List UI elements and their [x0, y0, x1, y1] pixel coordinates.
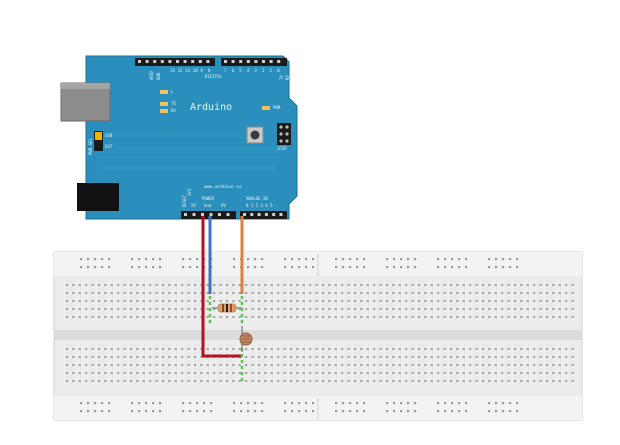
reset-button-cap — [250, 130, 260, 140]
digital-pin-number: 2 — [262, 68, 265, 73]
resistor[interactable] — [212, 303, 242, 313]
power-header — [181, 211, 236, 219]
digital-header-left — [135, 58, 215, 66]
tx-led — [160, 102, 168, 106]
l-led — [160, 90, 168, 94]
power-pin-label-5v: 5V — [191, 203, 196, 208]
digital-pin-number: 8 — [208, 68, 211, 73]
digital-header-right — [221, 58, 287, 66]
gnd-label: GND — [156, 72, 161, 80]
aref-label: AREF — [149, 70, 154, 80]
arduino-board: Arduino www.arduino.cc DIGITAL L TX RX P… — [60, 55, 298, 220]
power-pin-label-vin: 9V — [221, 203, 226, 208]
icsp-header — [277, 123, 291, 145]
rx-led — [160, 109, 168, 113]
digital-pin-number: 0 — [277, 68, 280, 73]
rx-led-label: RX — [171, 108, 176, 113]
digital-pin-number: 3 — [254, 68, 257, 73]
pwr-sel-label: PWR SEL — [88, 138, 93, 155]
pwr-label: PWR — [273, 105, 281, 110]
digital-label: DIGITAL — [205, 74, 222, 79]
l-label: L — [171, 89, 174, 94]
power-label: POWER — [202, 196, 215, 201]
pwr-led — [262, 106, 270, 110]
analog-in-label: ANALOG IN — [246, 196, 268, 201]
digital-pin-number: 13 — [170, 68, 175, 73]
center-channel — [54, 330, 582, 340]
power-jack — [77, 183, 119, 211]
digital-pin-number: 7 — [224, 68, 227, 73]
icsp-label: ICSP — [277, 146, 287, 151]
reset-pin-label: RESET — [182, 194, 187, 207]
ext-label: EXT — [105, 144, 113, 149]
analog-pin-numbers: 0 1 2 3 4 5 — [246, 203, 273, 208]
red-5v-wire[interactable] — [201, 216, 242, 358]
rx-pin-label: RX — [285, 75, 290, 80]
digital-pin-number: 5 — [239, 68, 242, 73]
analog-header — [240, 211, 287, 219]
power-pin-label-gnd: Gnd — [204, 203, 212, 208]
digital-pin-number: 6 — [232, 68, 235, 73]
digital-pin-number: 4 — [247, 68, 250, 73]
breadboard — [53, 251, 583, 421]
board-name: Arduino — [190, 102, 232, 113]
digital-pin-number: 12 — [178, 68, 183, 73]
digital-pin-number: 11 — [185, 68, 190, 73]
tx-pin-label: TX — [279, 75, 284, 80]
power-select-jumper — [94, 131, 103, 151]
usb-label: USB — [105, 133, 113, 138]
breadboard-holes — [66, 258, 574, 413]
3v3-pin-label: 3V3 — [187, 188, 192, 196]
digital-pin-number: 9 — [200, 68, 203, 73]
digital-pin-number: 10 — [193, 68, 198, 73]
photoresistor[interactable] — [239, 326, 253, 352]
board-url: www.arduino.cc — [204, 184, 242, 190]
digital-pin-number: 1 — [270, 68, 273, 73]
tx-led-label: TX — [171, 101, 176, 106]
